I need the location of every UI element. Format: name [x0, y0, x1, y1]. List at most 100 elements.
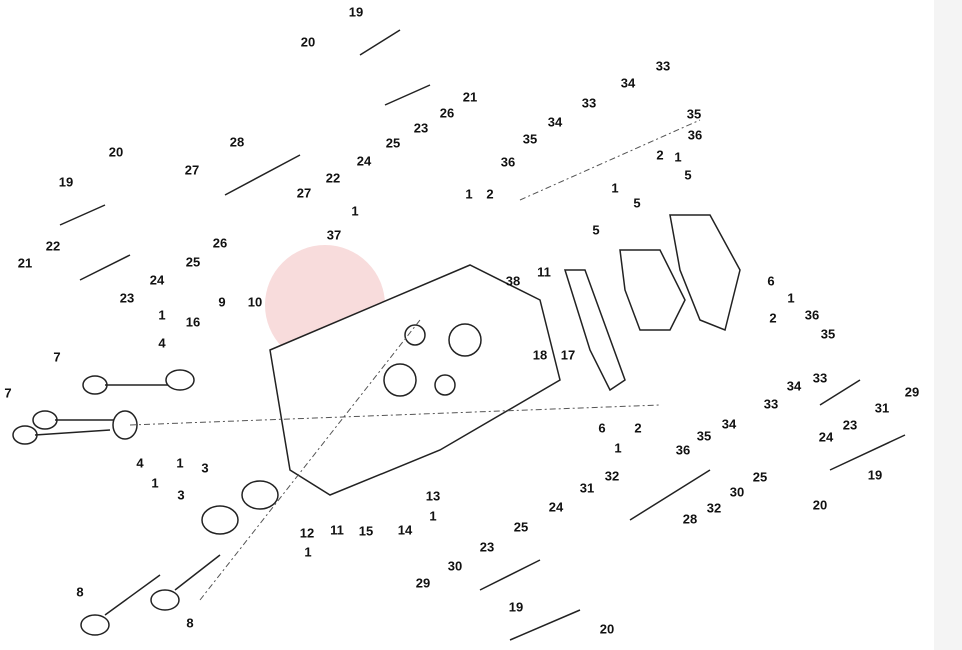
part-number-label: 21	[462, 89, 478, 105]
part-number-label: 20	[599, 621, 615, 637]
part-number-label: 38	[505, 273, 521, 289]
part-number-label: 35	[686, 106, 702, 122]
part-number-label: 37	[326, 227, 342, 243]
part-number-label: 25	[385, 135, 401, 151]
part-number-label: 7	[53, 349, 61, 365]
part-number-label: 36	[500, 154, 516, 170]
part-number-label: 34	[620, 75, 636, 91]
part-number-label: 2	[656, 147, 664, 163]
part-number-label: 34	[547, 114, 563, 130]
part-number-label: 27	[184, 162, 200, 178]
part-number-label: 36	[687, 127, 703, 143]
part-number-label: 25	[752, 469, 768, 485]
right-edge-strip	[934, 0, 962, 650]
part-number-label: 33	[812, 370, 828, 386]
part-number-label: 19	[348, 4, 364, 20]
part-number-label: 1	[429, 508, 437, 524]
part-number-label: 12	[299, 525, 315, 541]
part-number-label: 36	[804, 307, 820, 323]
part-number-label: 33	[655, 58, 671, 74]
part-number-label: 33	[763, 396, 779, 412]
part-number-label: 29	[415, 575, 431, 591]
part-number-label: 15	[358, 523, 374, 539]
part-number-label: 35	[696, 428, 712, 444]
part-number-label: 1	[176, 455, 184, 471]
part-number-label: 30	[729, 484, 745, 500]
part-number-label: 35	[820, 326, 836, 342]
part-number-label: 1	[158, 307, 166, 323]
part-number-label: 25	[513, 519, 529, 535]
part-number-label: 3	[177, 487, 185, 503]
part-number-label: 26	[439, 105, 455, 121]
part-number-label: 32	[604, 468, 620, 484]
part-number-label: 35	[522, 131, 538, 147]
part-number-label: 8	[76, 584, 84, 600]
part-number-label: 10	[247, 294, 263, 310]
part-number-label: 17	[560, 347, 576, 363]
part-number-label: 4	[136, 455, 144, 471]
part-number-label: 1	[351, 203, 359, 219]
part-number-label: 5	[684, 167, 692, 183]
part-number-label: 22	[325, 170, 341, 186]
part-number-label: 24	[149, 272, 165, 288]
part-number-label: 1	[465, 186, 473, 202]
part-number-label: 28	[682, 511, 698, 527]
part-number-label: 1	[787, 290, 795, 306]
part-number-label: 23	[413, 120, 429, 136]
part-number-label: 32	[706, 500, 722, 516]
part-number-label: 2	[486, 186, 494, 202]
part-number-label: 2	[634, 420, 642, 436]
part-number-label: 18	[532, 347, 548, 363]
part-number-label: 4	[158, 335, 166, 351]
part-number-label: 6	[598, 420, 606, 436]
part-number-label: 13	[425, 488, 441, 504]
part-number-label: 28	[229, 134, 245, 150]
part-number-label: 24	[818, 429, 834, 445]
part-number-label: 26	[212, 235, 228, 251]
part-number-label: 7	[4, 385, 12, 401]
part-number-label: 8	[186, 615, 194, 631]
part-number-label: 24	[356, 153, 372, 169]
part-number-label: 36	[675, 442, 691, 458]
part-number-label: 1	[674, 149, 682, 165]
camshafts	[59, 29, 906, 641]
part-number-label: 33	[581, 95, 597, 111]
part-number-label: 5	[633, 195, 641, 211]
part-number-label: 20	[300, 34, 316, 50]
part-number-label: 2	[769, 310, 777, 326]
part-number-label: 30	[447, 558, 463, 574]
part-number-label: 1	[304, 544, 312, 560]
part-number-label: 24	[548, 499, 564, 515]
part-number-label: 1	[614, 440, 622, 456]
part-number-label: 6	[767, 273, 775, 289]
part-number-label: 19	[867, 467, 883, 483]
part-number-label: 21	[17, 255, 33, 271]
part-number-label: 34	[786, 378, 802, 394]
part-number-label: 23	[479, 539, 495, 555]
part-number-label: 11	[330, 522, 344, 538]
part-number-label: 16	[185, 314, 201, 330]
part-number-label: 19	[58, 174, 74, 190]
part-number-label: 3	[201, 460, 209, 476]
part-number-label: 22	[45, 238, 61, 254]
part-number-label: 34	[721, 416, 737, 432]
part-number-label: 5	[592, 222, 600, 238]
part-number-label: 29	[904, 384, 920, 400]
part-number-label: 11	[537, 264, 551, 280]
cylinder-head	[269, 264, 561, 496]
part-number-label: 20	[108, 144, 124, 160]
assembly-axis-lines	[129, 119, 701, 601]
part-number-label: 1	[151, 475, 159, 491]
part-number-label: 31	[579, 480, 595, 496]
rocker-arm-plates	[563, 214, 741, 392]
part-number-label: 23	[842, 417, 858, 433]
part-number-label: 19	[508, 599, 524, 615]
part-number-label: 14	[397, 522, 413, 538]
part-number-label: 20	[812, 497, 828, 513]
part-number-label: 9	[218, 294, 226, 310]
valves	[12, 369, 279, 636]
part-number-label: 1	[611, 180, 619, 196]
part-number-label: 25	[185, 254, 201, 270]
